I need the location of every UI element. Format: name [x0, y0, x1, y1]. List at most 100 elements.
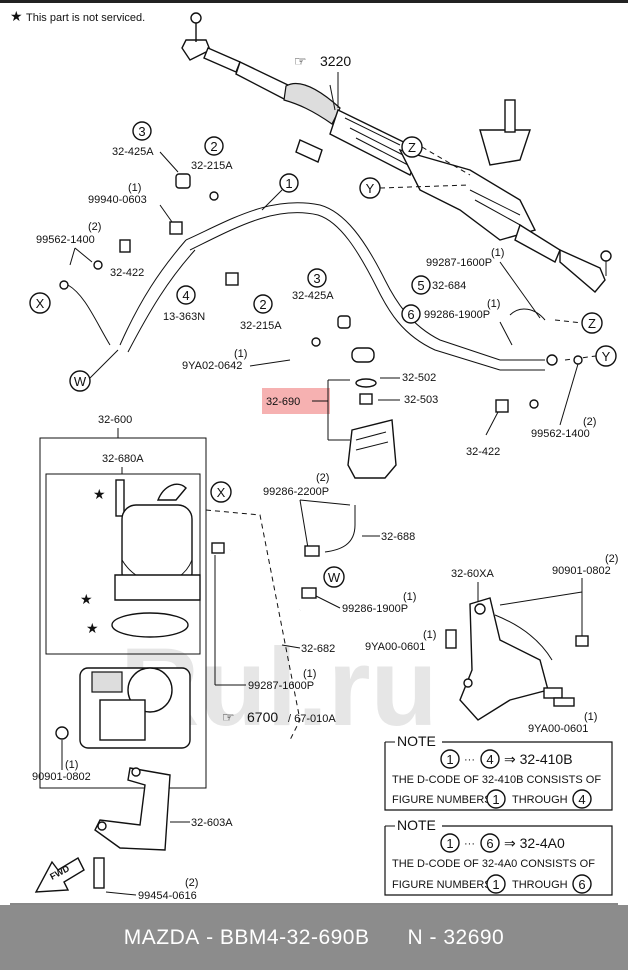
svg-text:···: ···	[464, 754, 475, 766]
top-border	[0, 0, 628, 3]
note2-arrow-text: ⇒ 32-4A0	[504, 835, 565, 851]
callout-6: 6	[407, 307, 414, 322]
star-icon-2: ★	[80, 591, 93, 607]
label-32-682: 32-682	[301, 643, 335, 655]
footer-brand: MAZDA	[123, 925, 200, 949]
callout-5: 5	[417, 278, 424, 293]
callout-x-mid: X	[217, 485, 226, 500]
note1-line3-b: THROUGH	[512, 794, 568, 806]
note2-line3-n2: 6	[578, 877, 585, 892]
label-9ya00-0601-bot: 9YA00-0601	[528, 723, 588, 735]
label-90901-0802-left: 90901-0802	[32, 771, 91, 783]
label-13-363n: 13-363N	[163, 311, 205, 323]
label-99286-2200p: 99286-2200P	[263, 486, 329, 498]
label-99287-1600p-top: 99287-1600P	[426, 257, 492, 269]
note-box-1: NOTE 1 ··· 4 ⇒ 32-410B THE D-CODE OF 32-…	[384, 733, 613, 811]
pump-group-outline	[39, 437, 207, 789]
label-99454-0616: 99454-0616	[138, 890, 197, 902]
label-9ya02-0642: 9YA02-0642	[182, 360, 242, 372]
hand-pointer-icon-2: ☞	[222, 709, 235, 725]
note1-line3-a: FIGURE NUMBERS	[392, 794, 492, 806]
label-32-425a-top: 32-425A	[112, 146, 154, 158]
note2-line3-n1: 1	[492, 877, 499, 892]
qty-99286-1900-bot: (1)	[403, 591, 416, 603]
label-32-422-right: 32-422	[466, 446, 500, 458]
ref-3220: 3220	[320, 53, 351, 69]
label-32-425a-mid: 32-425A	[292, 290, 334, 302]
label-32-422-left: 32-422	[110, 267, 144, 279]
callout-4: 4	[182, 288, 189, 303]
steering-rack-drawing	[181, 12, 612, 293]
note2-range-to: 6	[486, 836, 493, 851]
star-legend-icon: ★	[10, 8, 23, 24]
reservoir-drawing	[347, 347, 397, 479]
note1-range-from: 1	[446, 752, 453, 767]
star-icon-3: ★	[86, 620, 99, 636]
exploded-view-diagram: ★ This part is not serviced. Rul.ru ☞	[10, 8, 618, 905]
callout-w-mid: W	[328, 570, 341, 585]
bracket-32-603a-drawing	[94, 767, 171, 851]
motor-group-outline	[45, 473, 201, 655]
note2-line3-a: FIGURE NUMBERS	[392, 879, 492, 891]
qty-99287-top: (1)	[491, 247, 504, 259]
note1-line3-n1: 1	[492, 792, 499, 807]
callout-w-left: W	[74, 374, 87, 389]
footer-gap	[370, 926, 408, 950]
qty-99286-1900-top: (1)	[487, 298, 500, 310]
qty-99562-right: (2)	[583, 416, 596, 428]
note2-line2: THE D-CODE OF 32-4A0 CONSISTS OF	[392, 858, 595, 870]
label-32-215a-mid: 32-215A	[240, 320, 282, 332]
footer-sep-1: -	[199, 925, 220, 949]
label-99287-1600p-bot: 99287-1600P	[248, 680, 314, 692]
label-32-688: 32-688	[381, 531, 415, 543]
label-32-690: 32-690	[266, 396, 300, 408]
star-icon-1: ★	[93, 486, 106, 502]
star-legend-text: This part is not serviced.	[26, 12, 145, 24]
note1-line2: THE D-CODE OF 32-410B CONSISTS OF	[392, 774, 601, 786]
label-99940-0603: 99940-0603	[88, 194, 147, 206]
callout-2-top: 2	[210, 139, 217, 154]
note1-header: NOTE	[397, 733, 436, 749]
qty-99286-2200: (2)	[316, 472, 329, 484]
footer-ref: N - 32690	[407, 925, 505, 949]
callout-1: 1	[285, 176, 292, 191]
qty-9ya00-bot: (1)	[584, 711, 597, 723]
footer-part-number: BBM4-32-690B	[219, 925, 370, 949]
note1-range-to: 4	[486, 752, 493, 767]
callout-y-right: Y	[602, 349, 611, 364]
ref-6700: 6700	[247, 709, 278, 725]
qty-9ya00-top: (1)	[423, 629, 436, 641]
note2-header: NOTE	[397, 817, 436, 833]
label-32-502: 32-502	[402, 372, 436, 384]
callout-3-mid: 3	[313, 271, 320, 286]
label-32-215a-top: 32-215A	[191, 160, 233, 172]
note1-line3-n2: 4	[578, 792, 585, 807]
qty-90901-right: (2)	[605, 553, 618, 565]
callout-2-mid: 2	[259, 297, 266, 312]
label-99286-1900p-top: 99286-1900P	[424, 309, 490, 321]
callout-y-top: Y	[366, 181, 375, 196]
callout-3-top: 3	[138, 124, 145, 139]
grommet-icon	[175, 173, 191, 189]
bracket-32-60xa-drawing	[459, 597, 563, 721]
qty-99562-left: (2)	[88, 221, 101, 233]
label-32-503: 32-503	[404, 394, 438, 406]
pump-motor-drawing: ★ ★ ★	[79, 479, 201, 749]
note1-arrow-text: ⇒ 32-410B	[504, 751, 573, 767]
label-32-684: 32-684	[432, 280, 466, 292]
label-32-680a: 32-680A	[102, 453, 144, 465]
label-9ya00-0601-top: 9YA00-0601	[365, 641, 425, 653]
callout-z-top: Z	[408, 140, 416, 155]
callout-z-right: Z	[588, 316, 596, 331]
qty-99287-bot: (1)	[303, 668, 316, 680]
label-90901-0802-right: 90901-0802	[552, 565, 611, 577]
label-99562-1400-left: 99562-1400	[36, 234, 95, 246]
fwd-arrow-icon: FWD	[34, 857, 85, 893]
ref-67-010a: / 67-010A	[288, 713, 336, 725]
note2-line3-b: THROUGH	[512, 879, 568, 891]
label-32-603a: 32-603A	[191, 817, 233, 829]
footer-bar: MAZDA - BBM4-32-690B N - 32690	[0, 905, 628, 970]
label-99562-1400-right: 99562-1400	[531, 428, 590, 440]
label-32-60xa: 32-60XA	[451, 568, 494, 580]
